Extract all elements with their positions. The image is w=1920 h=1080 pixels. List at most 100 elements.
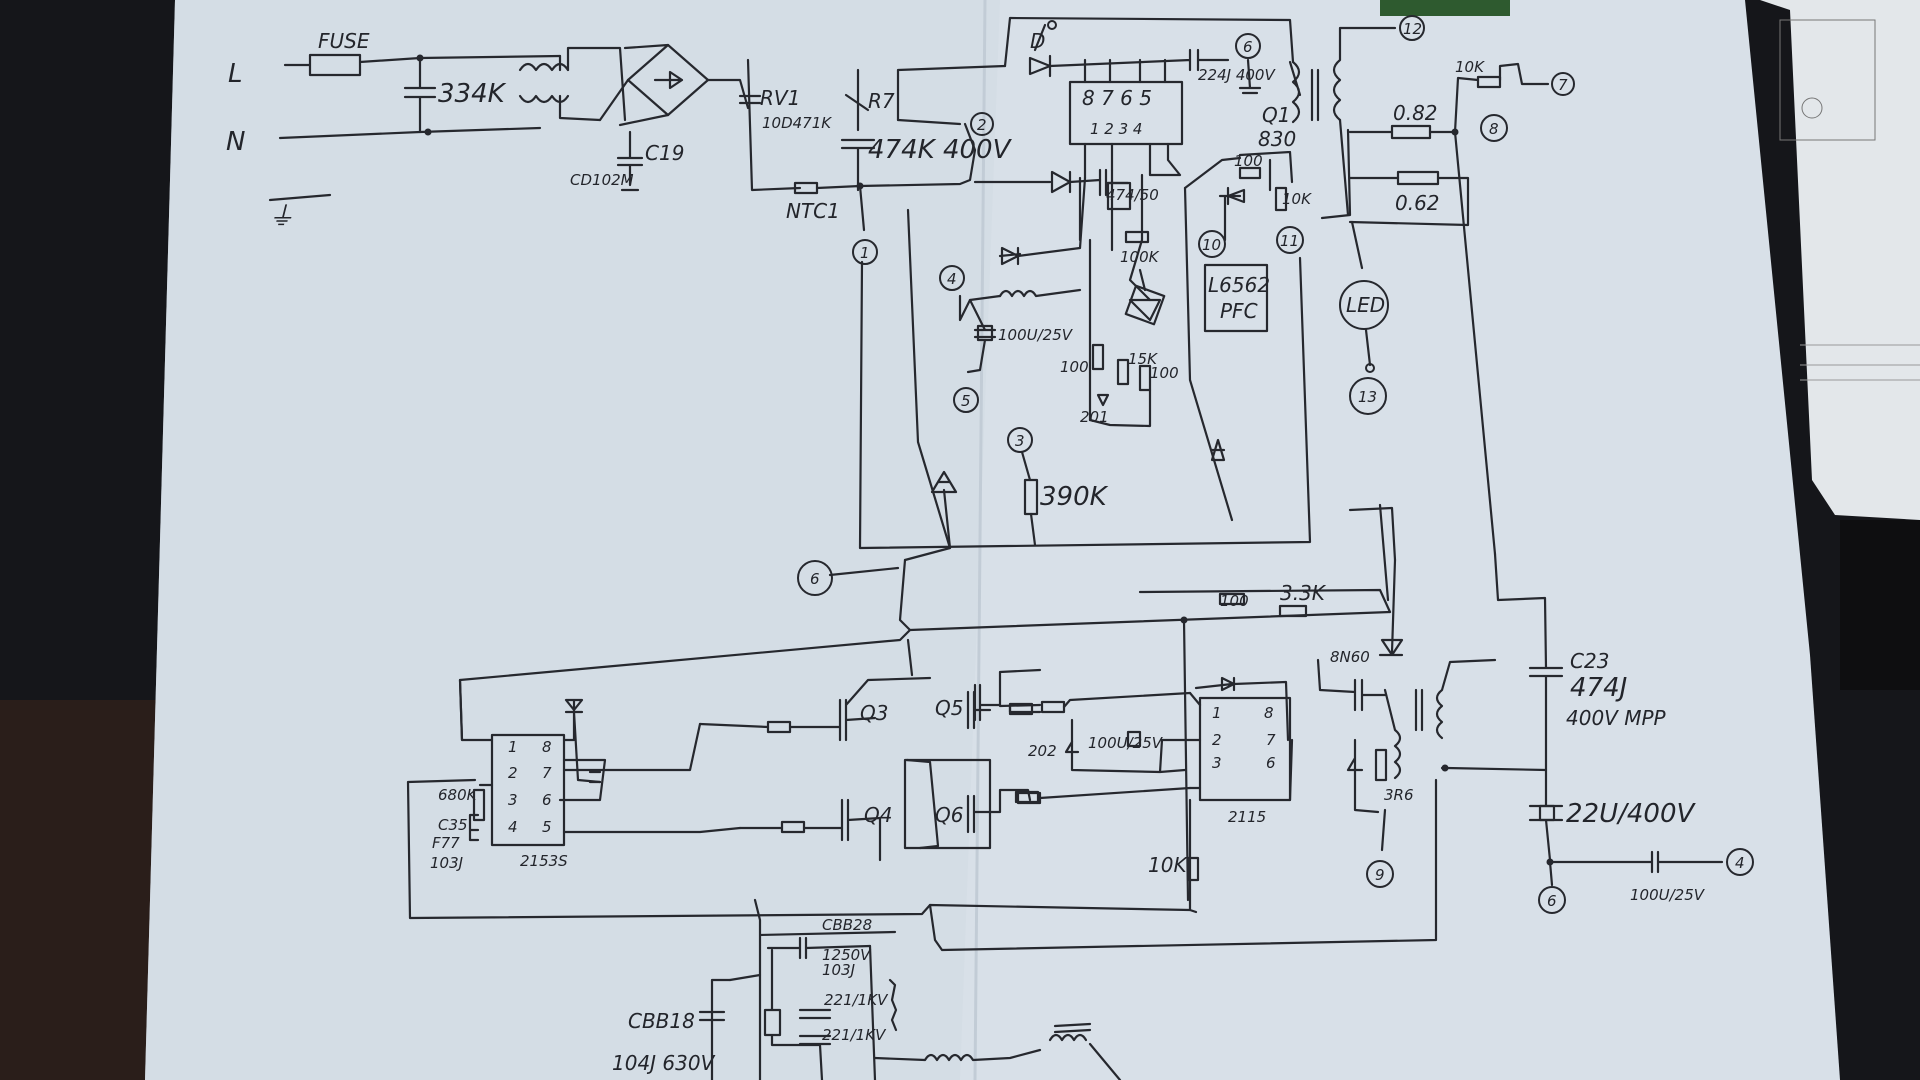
capacitor-22u (1528, 804, 1564, 862)
diode-2153-bootstrap (458, 678, 602, 784)
capacitor-cbb18 (698, 978, 732, 1080)
svg-text:12: 12 (1403, 20, 1422, 38)
label-cbb18: CBB18 (628, 1009, 695, 1033)
output-inductor (873, 1048, 1042, 1062)
label-d: D (1030, 29, 1045, 53)
svg-text:11: 11 (1280, 232, 1299, 250)
transformer-driver (1383, 688, 1402, 780)
svg-text:7: 7 (542, 764, 552, 782)
label-830: 830 (1258, 127, 1296, 151)
svg-text:1: 1 (508, 738, 518, 756)
capacitor-221-a (798, 1008, 832, 1020)
svg-text:10: 10 (1202, 236, 1221, 254)
label-cd102m: CD102M (570, 171, 634, 189)
label-103j: 103J (430, 854, 463, 872)
node-6-mid (797, 560, 833, 596)
mosfet-8n60 (1316, 658, 1387, 712)
label-rv1-value: 10D471K (762, 114, 832, 132)
label-062: 0.62 (1395, 191, 1440, 215)
mosfet-q3 (838, 676, 932, 742)
label-474j: 474J (1570, 673, 1627, 703)
label-100u-2: 100U/25V (1088, 734, 1164, 752)
diode-node4 (958, 246, 1022, 322)
node-4-out (1726, 848, 1754, 876)
svg-text:3: 3 (1015, 432, 1025, 450)
label-400v-mpp: 400V MPP (1566, 706, 1667, 730)
label-221a: 221/1KV (824, 991, 889, 1009)
green-board-edge (1380, 0, 1510, 16)
label-8n60: 8N60 (1330, 648, 1370, 666)
mosfet-q5 (966, 690, 992, 730)
inductor-node4 (998, 288, 1082, 298)
node-13 (1349, 377, 1387, 415)
label-100k: 100K (1120, 248, 1160, 266)
node-2 (970, 112, 994, 136)
diode-pfc (1210, 438, 1226, 462)
capacitor-cd102m (616, 130, 644, 192)
svg-text:8: 8 (1489, 120, 1499, 138)
label-202: 202 (1028, 742, 1057, 760)
transformer-secondary (1332, 26, 1397, 122)
label-082: 0.82 (1393, 101, 1438, 125)
paper-fold (973, 0, 987, 1080)
svg-text:6: 6 (1266, 754, 1276, 772)
svg-text:9: 9 (1375, 866, 1385, 884)
resistor-r7 (844, 93, 870, 112)
svg-text:8: 8 (1264, 704, 1274, 722)
label-3r6: 3R6 (1384, 786, 1414, 804)
svg-text:5: 5 (961, 392, 971, 410)
label-100u-out: 100U/25V (1630, 886, 1706, 904)
label-100a: 100 (1060, 358, 1089, 376)
label-2115: 2115 (1228, 808, 1266, 826)
ic-pins-bottom: 1 2 3 4 (1090, 120, 1142, 138)
capacitor-cbb28 (766, 936, 872, 960)
node-6-bottom (1538, 886, 1566, 914)
capacitor-c23 (1493, 552, 1564, 807)
transistor-small (1128, 268, 1162, 322)
output-choke (1048, 1022, 1092, 1042)
zener-201 (1096, 393, 1110, 407)
capacitor-334k (403, 56, 437, 134)
diode-2115-bootstrap (1194, 676, 1290, 742)
label-15k: 15K (1128, 350, 1158, 368)
label-neutral: N (226, 127, 245, 157)
label-q4: Q4 (864, 803, 892, 827)
diode-3r6 (1346, 738, 1380, 814)
label-line: L (228, 59, 243, 89)
label-221b: 221/1KV (822, 1026, 887, 1044)
capacitor-221-b (798, 1034, 832, 1046)
schematic-drawing: L N FUSE ⏚ 334K CD102M C19 RV1 10D471K R… (226, 15, 1754, 1080)
capacitor-100u-out (1548, 850, 1724, 874)
label-c35: C35 (438, 816, 468, 834)
node-3 (1007, 427, 1033, 453)
label-fuse: FUSE (318, 29, 370, 53)
side-sheet-diagram (1779, 19, 1876, 141)
side-paper-sheet (1760, 0, 1920, 520)
label-2153s: 2153S (520, 852, 568, 870)
svg-text:4: 4 (1735, 854, 1745, 872)
node-8 (1480, 114, 1508, 142)
mosfet-q1 (1238, 150, 1294, 192)
label-1250v: 1250V (822, 946, 872, 964)
label-474-50: 474/50 (1106, 186, 1159, 204)
varistor-rv1 (738, 94, 762, 105)
svg-text:2: 2 (508, 764, 518, 782)
label-l6562: L6562 (1208, 273, 1270, 297)
resistor-100c (1238, 166, 1262, 180)
capacitor-474k (840, 138, 876, 192)
svg-text:2: 2 (977, 116, 987, 134)
resistor-15k (1116, 358, 1130, 386)
label-201: 201 (1080, 408, 1109, 426)
controller-ic-top (1068, 80, 1184, 146)
node-11 (1276, 226, 1304, 254)
label-pfc: PFC (1220, 299, 1258, 323)
node-4 (939, 265, 965, 291)
label-474k: 474K 400V (868, 135, 1013, 165)
node-5 (953, 387, 979, 413)
label-earth: ⏚ (268, 202, 294, 232)
label-103j-b: 103J (822, 961, 855, 979)
driver-ic-2115 (1198, 696, 1292, 802)
svg-text:7: 7 (1558, 76, 1568, 94)
resistor-33k (1278, 604, 1308, 618)
